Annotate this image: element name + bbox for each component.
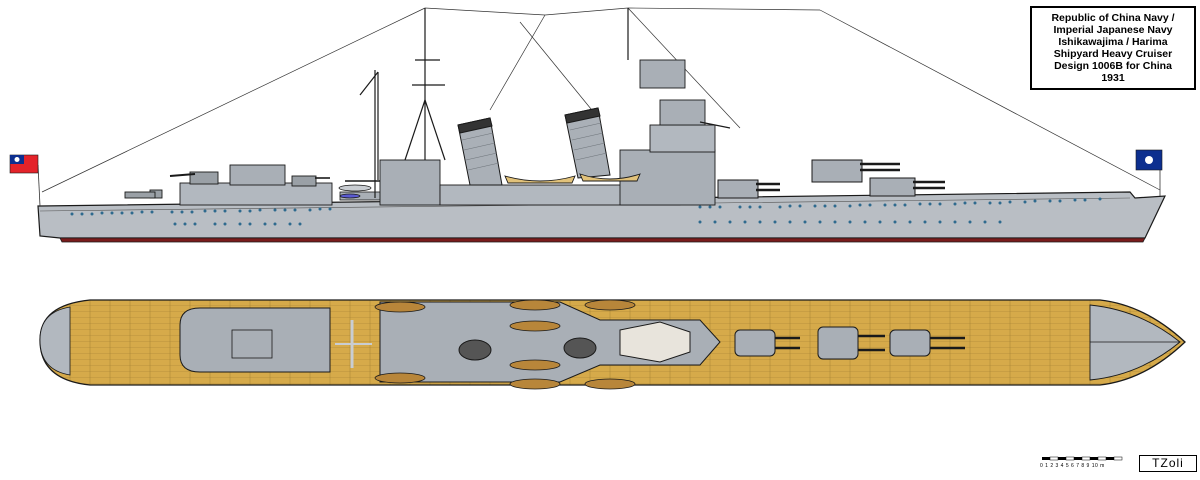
bridge-plan	[619, 321, 691, 363]
side-profile	[9, 7, 1166, 243]
main-turrets-side	[717, 159, 945, 199]
funnel-fore	[564, 107, 611, 179]
aircraft-plan	[335, 320, 372, 368]
tripod-mast	[404, 8, 731, 161]
scale-bar	[1042, 456, 1123, 461]
artist-signature: TZoli	[1139, 455, 1197, 472]
title-line-5: Design 1006B for China	[1054, 60, 1172, 72]
rigging-lines	[41, 7, 1161, 193]
title-line-1: Republic of China Navy /	[1051, 12, 1175, 24]
main-turrets-plan	[734, 326, 965, 360]
forecastle-plan	[1089, 304, 1181, 381]
waterline	[59, 237, 1146, 243]
roc-jack-icon	[1135, 149, 1163, 171]
title-box: Republic of China Navy / Imperial Japane…	[1030, 6, 1196, 90]
portholes	[70, 197, 1102, 226]
title-line-6: 1931	[1101, 72, 1125, 84]
lifeboats-plan	[374, 299, 636, 390]
scale-labels: 0 1 2 3 4 5 6 7 8 9 10 m	[1040, 463, 1105, 469]
plan-view	[39, 299, 1186, 390]
stern-plan	[39, 306, 71, 376]
midship-plan	[379, 301, 721, 383]
roc-flag-icon	[9, 154, 39, 174]
lifeboats-side	[504, 173, 641, 184]
title-line-3: Ishikawajima / Harima	[1058, 36, 1168, 48]
funnel-aft	[457, 117, 503, 186]
crane	[359, 70, 379, 198]
aft-superstructure	[124, 164, 333, 206]
funnel-top-aft	[458, 339, 492, 361]
title-line-4: Shipyard Heavy Cruiser	[1053, 48, 1173, 60]
title-line-2: Imperial Japanese Navy	[1053, 24, 1173, 36]
funnel-top-fore	[563, 337, 597, 359]
